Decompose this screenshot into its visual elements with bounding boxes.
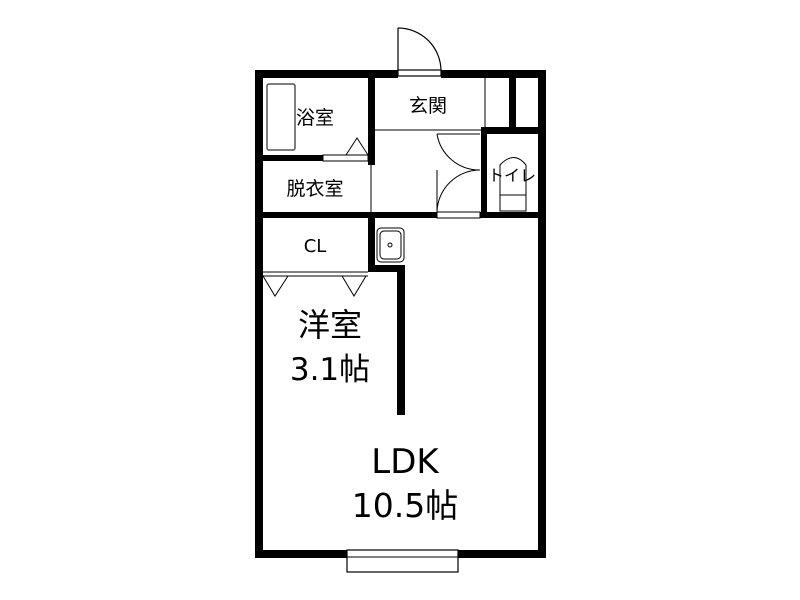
room-label-closet: CL xyxy=(304,236,327,257)
closet-door-icon xyxy=(262,275,367,297)
window xyxy=(346,549,459,573)
outer-walls xyxy=(255,70,546,558)
entry-door xyxy=(397,27,442,77)
sink xyxy=(376,227,405,263)
bath-door-icon xyxy=(345,137,369,156)
room-size-ldk: 10.5帖 xyxy=(352,486,458,525)
room-label-ldk: LDK xyxy=(371,442,440,482)
room-label-toilet: トイレ xyxy=(488,166,536,185)
room-label-western: 洋室 xyxy=(298,306,362,344)
toilet-fixture xyxy=(499,157,527,212)
hall-doors xyxy=(436,133,481,213)
room-label-entrance: 玄関 xyxy=(409,95,447,117)
thin-lines xyxy=(263,78,486,277)
room-size-western: 3.1帖 xyxy=(290,352,370,388)
interior-walls xyxy=(263,78,538,415)
bathtub xyxy=(266,83,296,151)
room-label-dressing: 脱衣室 xyxy=(286,178,343,200)
room-label-bath: 浴室 xyxy=(296,107,334,129)
